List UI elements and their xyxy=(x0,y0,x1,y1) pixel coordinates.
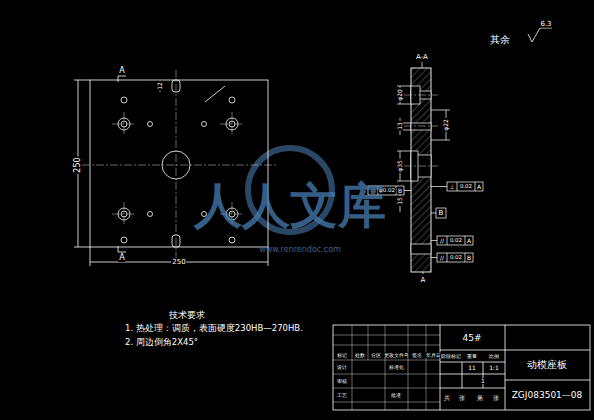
drawing-number: ZGJ083501—08 xyxy=(511,391,584,400)
table-cell: 签名 xyxy=(411,353,423,358)
table-cell: 年月日 xyxy=(425,353,442,358)
datum-label: B xyxy=(438,210,445,217)
datum-ref: A xyxy=(466,238,472,244)
note-heading: 技术要求 xyxy=(168,311,206,320)
table-cell: 张 xyxy=(492,395,500,401)
tolerance-symbol: // xyxy=(439,255,445,261)
tolerance-symbol: // xyxy=(439,238,445,244)
table-cell: 共 xyxy=(443,395,451,401)
note: 其余 xyxy=(489,35,511,45)
part-name: 动模座板 xyxy=(526,360,568,370)
dimension: φ35 xyxy=(397,159,403,173)
table-cell: 比例 xyxy=(488,354,500,359)
table-cell: 工艺 xyxy=(336,393,348,398)
dimension: 12 xyxy=(157,81,163,91)
watermark-url: www.renrendoc.com xyxy=(258,246,342,254)
table-cell: 重量 xyxy=(466,354,478,359)
dimension: 250 xyxy=(74,156,82,173)
tolerance-value: 0.02 xyxy=(449,255,463,261)
table-cell: 标记 xyxy=(336,353,348,358)
table-cell: 张 xyxy=(458,395,466,401)
section-title: A-A xyxy=(415,54,429,61)
datum-label: A xyxy=(420,277,427,284)
table-cell: 标准化 xyxy=(388,365,405,370)
table-cell: 11 xyxy=(467,365,477,371)
tolerance-symbol: ⊥ xyxy=(448,184,455,190)
table-cell: 设计 xyxy=(336,365,348,370)
dimension: 15 xyxy=(397,196,403,206)
dimension: 13 xyxy=(397,121,403,131)
table-cell: 分区 xyxy=(370,353,382,358)
note: 1. 热处理：调质，表面硬度230HB—270HB. xyxy=(124,324,304,333)
table-cell: 审核 xyxy=(336,379,348,384)
section-mark: A xyxy=(118,67,125,75)
note: 2. 周边倒角2X45° xyxy=(124,338,199,347)
material: 45# xyxy=(462,334,483,343)
dimension: 250 xyxy=(171,259,186,266)
section-mark: A xyxy=(118,254,125,262)
tolerance-value: 0.02 xyxy=(449,238,463,244)
tolerance-value: 0.02 xyxy=(459,184,473,190)
table-cell: 批准 xyxy=(390,393,402,398)
dimension: φ20 xyxy=(397,88,403,102)
roughness-value: 6.3 xyxy=(539,21,552,28)
table-cell: 第 xyxy=(476,395,484,401)
table-cell: 1:1 xyxy=(488,365,500,371)
dimension: φ22 xyxy=(443,118,449,132)
datum-ref: A xyxy=(476,184,482,190)
table-cell: 阶段标记 xyxy=(440,354,462,359)
table-cell: 处数 xyxy=(354,353,366,358)
datum-ref: B xyxy=(397,188,403,194)
datum-ref: B xyxy=(466,255,472,261)
watermark: 人人文库 xyxy=(193,181,387,229)
table-cell: 1 xyxy=(480,378,486,384)
table-cell: 更改文件号 xyxy=(383,353,410,358)
